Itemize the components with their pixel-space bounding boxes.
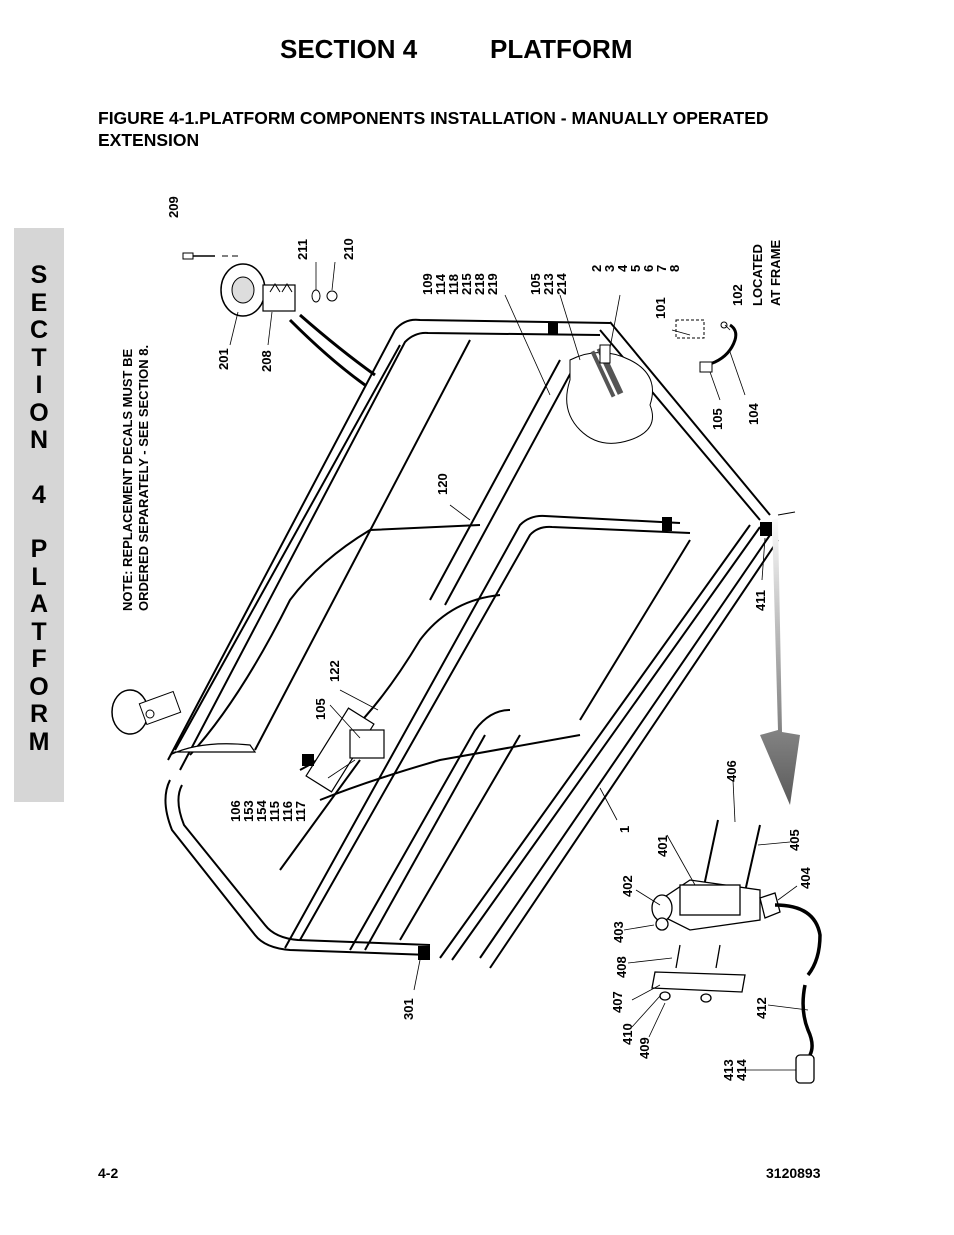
callout-413: 413 (721, 1059, 736, 1081)
callout-403: 403 (611, 921, 626, 943)
callout-404: 404 (798, 867, 813, 889)
callout-5: 5 (628, 265, 643, 272)
section-header: SECTION 4 PLATFORM (280, 34, 633, 65)
callout-211: 211 (295, 239, 310, 260)
tab-letter: S (30, 261, 48, 289)
washer-nut-icon (311, 289, 338, 303)
callout-106: 106 (228, 800, 243, 822)
callout-114: 114 (433, 273, 448, 295)
callout-414: 414 (734, 1059, 749, 1081)
callout-213: 213 (541, 273, 556, 295)
callout-409: 409 (637, 1037, 652, 1059)
document-number: 3120893 (766, 1165, 821, 1181)
callout-3: 3 (602, 265, 617, 272)
extension-bracket[interactable] (651, 819, 822, 1084)
tab-letter: E (30, 288, 48, 317)
callout-201: 201 (216, 348, 231, 370)
callout-8: 8 (667, 265, 682, 272)
callout-116: 116 (280, 801, 295, 822)
note-line1: NOTE: REPLACEMENT DECALS MUST BE (120, 349, 135, 612)
tab-letter: C (29, 316, 49, 344)
page-number: 4-2 (98, 1165, 119, 1181)
callout-group-413: 413 414 (721, 1056, 749, 1081)
callout-214: 214 (554, 273, 569, 295)
located-line2: AT FRAME (768, 239, 783, 306)
callout-154: 154 (254, 800, 269, 822)
callout-208: 208 (259, 350, 274, 372)
callout-401: 401 (655, 835, 670, 857)
callout-group-105a: 105 213 214 (528, 270, 569, 295)
callout-7: 7 (654, 265, 669, 272)
platform-rails (164, 318, 779, 969)
decal-cluster (566, 319, 705, 444)
callout-410: 410 (620, 1023, 635, 1045)
section-title: PLATFORM (490, 34, 633, 64)
tab-letter: T (31, 343, 47, 372)
tab-letter: O (29, 672, 49, 701)
callout-120: 120 (435, 473, 450, 495)
tab-letter: I (35, 371, 43, 399)
callout-405: 405 (787, 829, 802, 851)
tab-letter: M (28, 727, 50, 756)
tab-letter: A (29, 590, 49, 618)
tab-letter: N (29, 426, 49, 454)
control-box-icon[interactable] (220, 263, 376, 387)
frame-cable (699, 321, 738, 373)
callout-2: 2 (589, 265, 604, 272)
callout-209: 209 (166, 196, 181, 218)
tab-letter: 4 (32, 480, 46, 509)
callout-102: 102 (730, 284, 745, 306)
callout-labels: 209 211 210 201 208 109 114 118 215 218 … (120, 196, 813, 1081)
leader-lines (229, 261, 809, 1071)
footswitch-icon[interactable] (111, 689, 182, 735)
callout-301: 301 (401, 998, 416, 1020)
callout-406: 406 (724, 760, 739, 782)
callout-1: 1 (617, 826, 632, 833)
callout-4: 4 (615, 264, 630, 272)
callout-group-2: 2 3 4 5 6 7 8 (589, 261, 682, 272)
callout-6: 6 (641, 265, 656, 272)
side-section-tab[interactable]: S E C T I O N 4 P L A T F O R M (14, 228, 64, 802)
callout-105-c: 105 (313, 698, 328, 720)
tab-letter: L (31, 562, 47, 591)
figure-title: FIGURE 4-1.PLATFORM COMPONENTS INSTALLAT… (98, 108, 769, 150)
tab-letter: O (29, 398, 49, 427)
callout-218: 218 (472, 273, 487, 295)
bolt-icon (182, 252, 240, 260)
callout-118: 118 (446, 274, 461, 295)
section-number: SECTION 4 (280, 34, 418, 64)
located-line1: LOCATED (750, 244, 765, 306)
callout-122: 122 (327, 660, 342, 682)
callout-117: 117 (293, 801, 308, 822)
callout-group-109: 109 114 118 215 218 219 (420, 270, 500, 295)
callout-408: 408 (614, 956, 629, 978)
callout-115: 115 (267, 801, 282, 822)
callout-219: 219 (485, 273, 500, 295)
direction-arrow (760, 511, 800, 805)
callout-402: 402 (620, 875, 635, 897)
callout-215: 215 (459, 273, 474, 295)
callout-407: 407 (610, 991, 625, 1013)
platform-floor (169, 707, 385, 793)
callout-411: 411 (753, 590, 768, 611)
callout-group-106: 106 153 154 115 116 117 (228, 797, 308, 822)
tab-letter: T (31, 617, 47, 646)
callout-109: 109 (420, 273, 435, 295)
tab-letter: P (30, 535, 48, 563)
callout-412: 412 (754, 997, 769, 1019)
note-line2: ORDERED SEPARATELY - SEE SECTION 8. (136, 345, 151, 611)
callout-210: 210 (341, 238, 356, 260)
callout-105: 105 (528, 273, 543, 295)
callout-153: 153 (241, 800, 256, 822)
tab-letter: F (31, 645, 47, 673)
rail-clamps (302, 323, 772, 960)
callout-105-b: 105 (710, 408, 725, 430)
callout-104: 104 (746, 403, 761, 425)
callout-101: 101 (653, 297, 668, 319)
tab-letter: R (29, 700, 49, 728)
